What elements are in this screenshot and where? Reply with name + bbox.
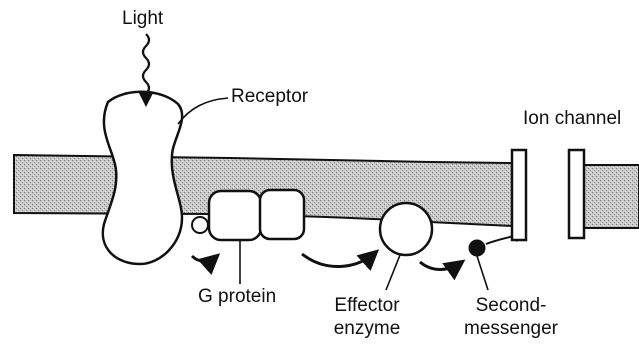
light-label: Light: [122, 8, 163, 30]
g-protein-subunit-2: [260, 190, 304, 239]
arrow-gprotein-to-effector: [302, 252, 376, 267]
g-protein-label: G protein: [198, 286, 276, 308]
membrane-right-segment: [584, 165, 639, 228]
ion-channel-left-bar: [512, 150, 526, 240]
second-messenger-label-line2: messenger: [446, 318, 576, 340]
second-messenger-leader-line: [477, 256, 488, 290]
arrow-messenger-to-channel: [486, 236, 514, 244]
effector-enzyme-label-line1: Effector: [312, 295, 422, 317]
effector-enzyme-circle: [380, 203, 432, 255]
second-messenger-label-line1: Second-: [446, 295, 576, 317]
second-messenger-dot: [469, 240, 485, 256]
gdp-small-circle: [192, 217, 208, 233]
g-protein-subunit-1: [209, 191, 261, 240]
ion-channel-right-bar: [569, 150, 584, 238]
effector-enzyme-label-line2: enzyme: [312, 318, 422, 340]
receptor-label: Receptor: [231, 86, 308, 108]
arrow-effector-to-messenger: [420, 262, 462, 270]
ion-channel-label: Ion channel: [523, 108, 621, 130]
effector-leader-line: [386, 255, 400, 290]
receptor-leader-line: [178, 98, 228, 124]
arrow-receptor-to-gprotein: [192, 256, 217, 261]
